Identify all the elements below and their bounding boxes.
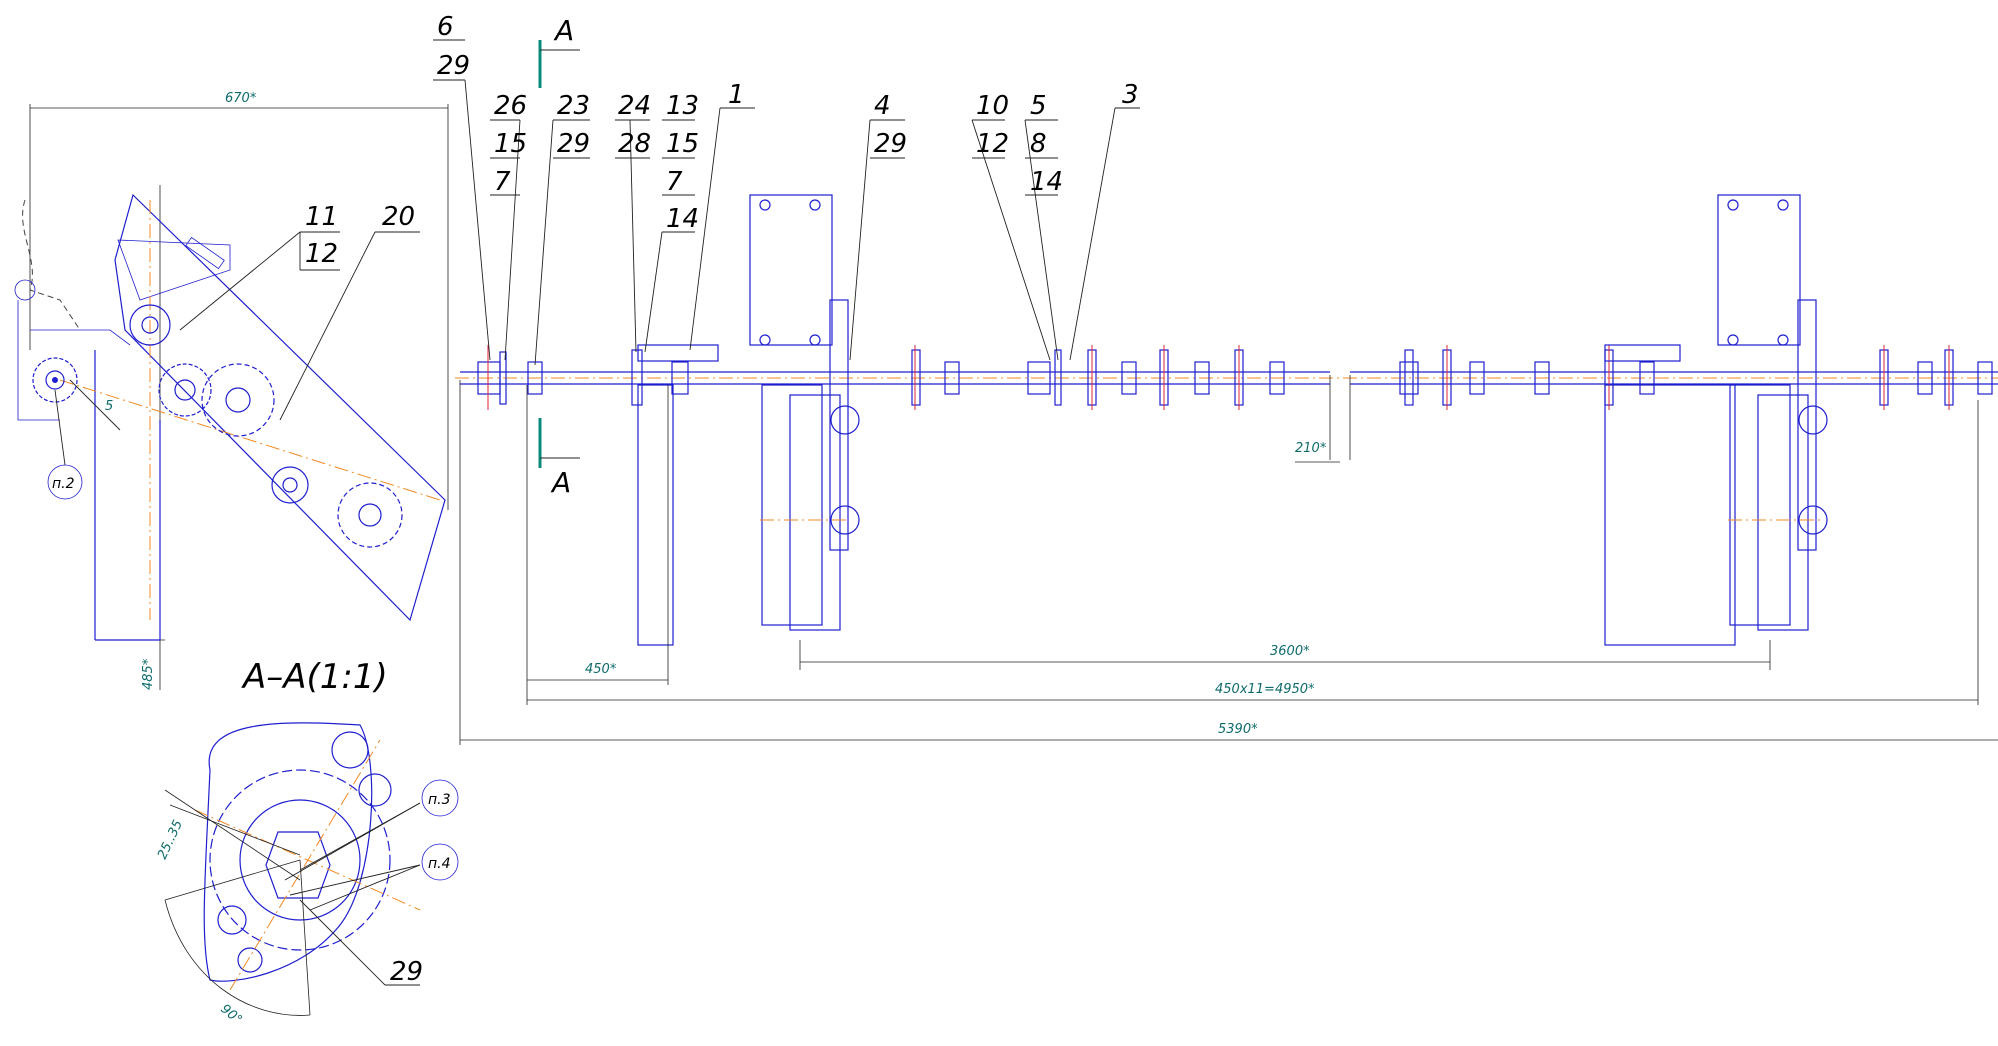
callout-6-a: 6 (437, 12, 454, 42)
dim-450: 450* (585, 662, 617, 677)
dim-670: 670* (225, 91, 257, 106)
dim-5: 5 (105, 399, 113, 414)
dim-3600: 3600* (1270, 644, 1310, 659)
section-marker-bottom: A (550, 466, 571, 499)
callout-5-b: 8 (1030, 129, 1047, 159)
dimensions: 450* 3600* 450x11=4950* 5390* 210* (459, 380, 1998, 745)
front-view: A A (433, 12, 1998, 745)
note-p2: п.2 (52, 476, 75, 492)
callout-5-a: 5 (1030, 91, 1047, 121)
callout-26-b: 15 (494, 129, 527, 159)
callout-4-a: 4 (874, 91, 891, 121)
dim-485: 485* (141, 658, 156, 690)
callout-3: 3 (1122, 80, 1139, 110)
callout-13-c: 7 (666, 167, 683, 197)
dim-4950: 450x11=4950* (1215, 682, 1315, 697)
note-circle-p2 (47, 464, 83, 500)
dim-5390: 5390* (1218, 722, 1258, 737)
callout-10-a: 10 (976, 91, 1009, 121)
callout-4-b: 29 (874, 129, 907, 159)
section-view: A–A(1:1) 25..35 90° п.3 п.4 29 (155, 657, 459, 1028)
callout-11-a: 11 (305, 202, 338, 232)
callout-24-a: 24 (618, 91, 651, 121)
note-p3: п.3 (428, 792, 451, 808)
callout-23-a: 23 (557, 91, 590, 121)
callout-29-section: 29 (390, 957, 423, 987)
side-view: 670* 485* 5 (14, 91, 449, 690)
callout-23-b: 29 (557, 129, 590, 159)
callout-5-c: 14 (1030, 167, 1063, 197)
dim-25-35: 25..35 (155, 818, 186, 862)
section-marker-top: A (553, 14, 574, 47)
callout-13-d: 14 (666, 204, 699, 234)
callout-13-b: 15 (666, 129, 699, 159)
shaft-parts (477, 345, 1993, 410)
drive-unit-right (1604, 194, 1828, 646)
callout-13-a: 13 (666, 91, 699, 121)
callout-1: 1 (728, 80, 745, 110)
callout-24-b: 28 (618, 129, 651, 159)
callout-10-b: 12 (976, 129, 1009, 159)
callout-26-a: 26 (494, 91, 527, 121)
dim-210: 210* (1295, 441, 1327, 456)
callout-20: 20 (382, 202, 415, 232)
callout-26-c: 7 (494, 167, 511, 197)
callouts: 6 29 26 15 7 23 29 24 28 (433, 12, 1140, 366)
dim-90: 90° (217, 1002, 244, 1028)
callout-6-b: 29 (437, 51, 470, 81)
callout-11-b: 12 (305, 239, 338, 269)
drive-unit-left (637, 194, 860, 646)
note-p4: п.4 (428, 856, 451, 872)
section-title: A–A(1:1) (241, 657, 388, 697)
